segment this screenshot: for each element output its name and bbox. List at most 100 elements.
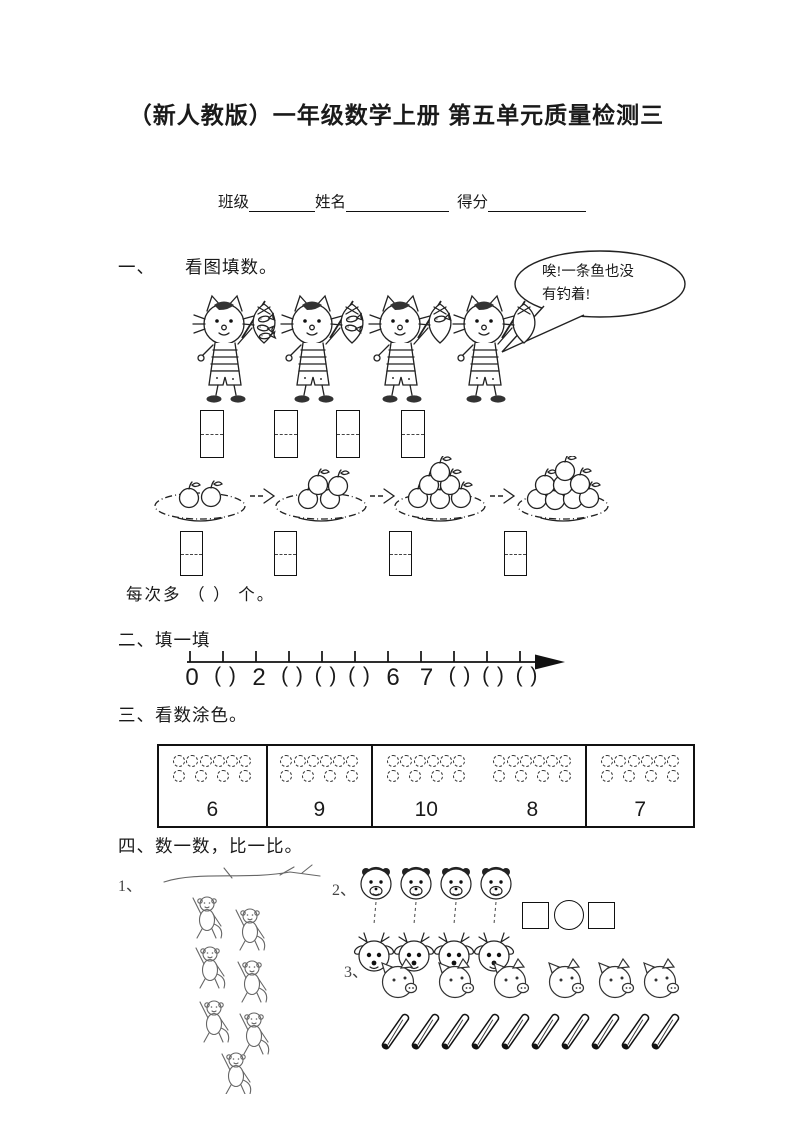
match-line (413, 901, 417, 925)
stick-icon (471, 1013, 500, 1050)
arrow-icon (490, 488, 516, 504)
bear-face-icon (400, 866, 432, 900)
number-line-label: ( ) (214, 664, 237, 687)
answer-box (389, 531, 412, 576)
pig-icon (598, 957, 635, 999)
speech-bubble-line1: 唉!一条鱼也没 (542, 264, 634, 280)
color-circle (319, 754, 332, 767)
table-cell: 6 (159, 746, 268, 826)
color-circle (306, 754, 319, 767)
pig-icon (548, 957, 585, 999)
fish-icon (256, 324, 275, 334)
item2-label: 2、 (332, 882, 357, 899)
apple-icon (200, 480, 223, 508)
score-blank (488, 196, 587, 212)
color-circle (532, 754, 545, 767)
name-blank (346, 196, 450, 212)
stick-icon (531, 1013, 560, 1050)
color-circle (400, 754, 413, 767)
bear-face-icon (480, 866, 512, 900)
match-line (373, 901, 377, 925)
color-group: 8 (479, 746, 585, 826)
color-circle (559, 769, 572, 782)
color-circle (239, 769, 252, 782)
color-group: 7 (587, 746, 693, 826)
cat-icon (192, 294, 277, 403)
stick-icon (381, 1013, 410, 1050)
answer-box (200, 410, 224, 458)
color-circle (493, 769, 506, 782)
answer-box (504, 531, 527, 576)
apple-icon (327, 469, 350, 497)
answer-square-left (522, 902, 549, 929)
pig-icon (381, 957, 418, 999)
color-circle (387, 754, 400, 767)
cat-icon (280, 294, 364, 403)
stick-icon (411, 1013, 440, 1050)
color-circle (614, 754, 627, 767)
table-cell: 10 8 (373, 746, 588, 826)
color-circle (413, 754, 426, 767)
apple-icon (569, 467, 592, 495)
bear-face-icon (440, 866, 472, 900)
monkeys-illustration (163, 864, 321, 1094)
color-circle (302, 769, 315, 782)
arrow-icon (370, 488, 396, 504)
color-circle (667, 769, 680, 782)
color-circle (280, 769, 293, 782)
section1-heading: 一、看图填数。 (118, 254, 278, 279)
section1-number: 一、 (118, 257, 155, 277)
answer-box (274, 410, 298, 458)
color-circle (409, 769, 422, 782)
section3-heading: 三、看数涂色。 (118, 702, 248, 727)
color-circle (186, 754, 199, 767)
match-line (453, 901, 457, 925)
color-circle (324, 769, 337, 782)
color-circle (333, 754, 346, 767)
item1-label: 1、 (118, 878, 143, 895)
color-circle (293, 754, 306, 767)
apple-icon (450, 481, 473, 509)
number-line (187, 651, 565, 670)
section2-number: 二、 (118, 630, 155, 650)
color-circle (546, 754, 559, 767)
section2-heading: 二、填一填 (118, 627, 211, 652)
section3-title: 看数涂色。 (155, 705, 248, 725)
apple-icon (297, 482, 320, 510)
number-line-label: ( ) (482, 664, 505, 687)
section4-number: 四、 (118, 836, 155, 856)
item3-label: 3、 (344, 964, 369, 981)
number-line-label: ( ) (348, 664, 371, 687)
color-circle (387, 769, 400, 782)
color-circle (212, 754, 225, 767)
color-circle (195, 769, 208, 782)
stick-icon (561, 1013, 590, 1050)
color-circle (280, 754, 293, 767)
table-cell: 9 (268, 746, 374, 826)
monkey-icon (192, 896, 223, 939)
number-line-label: ( ) (515, 664, 539, 687)
match-line (493, 901, 497, 925)
color-number: 6 (206, 798, 219, 821)
answer-square-right (588, 902, 615, 929)
fish-icon (433, 312, 452, 323)
color-circle (653, 754, 666, 767)
color-circle (493, 754, 506, 767)
color-circle (601, 754, 614, 767)
color-number: 8 (526, 798, 539, 821)
color-circle (627, 754, 640, 767)
plates-illustration (154, 456, 609, 522)
answer-box (336, 410, 360, 458)
stick-icon (591, 1013, 620, 1050)
monkey-icon (235, 908, 266, 951)
section4-heading: 四、数一数，比一比。 (118, 833, 303, 858)
page-title: （新人教版）一年级数学上册 第五单元质量检测三 (128, 102, 665, 128)
color-number: 9 (313, 798, 326, 821)
color-circle (601, 769, 614, 782)
color-circle (519, 754, 532, 767)
color-circle (217, 769, 230, 782)
bear-face-icon (360, 866, 392, 900)
score-label: 得分 (457, 194, 489, 211)
name-label: 姓名 (315, 194, 347, 211)
